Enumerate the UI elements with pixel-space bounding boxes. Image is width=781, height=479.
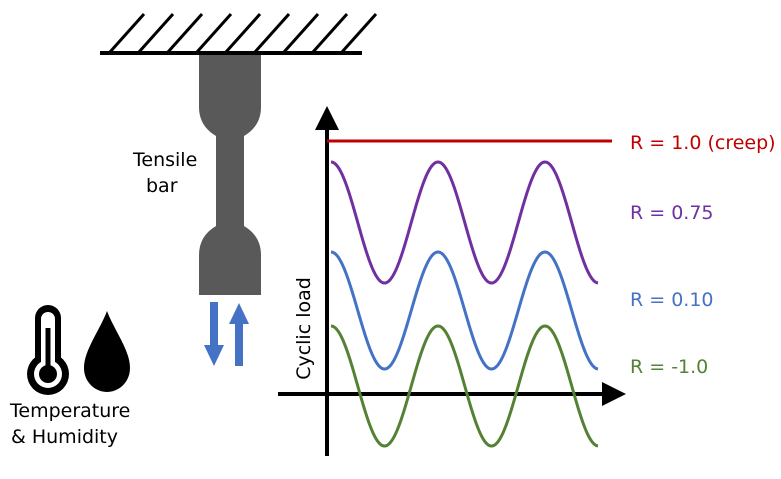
tensile-bar-specimen xyxy=(199,55,261,295)
waveform-r075 xyxy=(330,160,599,285)
loading-arrows xyxy=(204,302,249,366)
hatch-line xyxy=(340,12,378,54)
axes xyxy=(278,106,626,456)
tensile-bar-label-line1: Tensile xyxy=(133,149,198,171)
load-case-label-creep: R = 1.0 (creep) xyxy=(630,132,776,154)
hatch-line xyxy=(224,12,262,54)
arrow-down-icon xyxy=(204,302,224,366)
droplet-icon xyxy=(84,311,130,392)
fixed-support xyxy=(100,12,378,55)
y-axis-label: Cyclic load xyxy=(292,277,315,380)
load-case-label-rneg1: R = -1.0 xyxy=(630,356,709,378)
waveform-rneg1 xyxy=(330,324,599,448)
load-case-label-r075: R = 0.75 xyxy=(630,202,714,224)
hatch-line xyxy=(108,12,146,54)
environment-label-line2: & Humidity xyxy=(11,426,119,448)
hatch-line xyxy=(253,12,291,54)
environment-label-line1: Temperature xyxy=(10,400,131,422)
tensile-bar-label-line2: bar xyxy=(146,175,178,197)
thermometer-icon xyxy=(27,305,69,395)
hatch-line xyxy=(195,12,233,54)
arrow-up-icon xyxy=(229,303,249,366)
hatch-line xyxy=(282,12,320,54)
load-case-label-r010: R = 0.10 xyxy=(630,289,714,311)
hatch-line xyxy=(137,12,175,54)
support-hatching xyxy=(108,12,378,54)
waveform-r01 xyxy=(330,250,599,371)
load-waveforms xyxy=(327,139,612,448)
hatch-line xyxy=(166,12,204,54)
hatch-line xyxy=(311,12,349,54)
